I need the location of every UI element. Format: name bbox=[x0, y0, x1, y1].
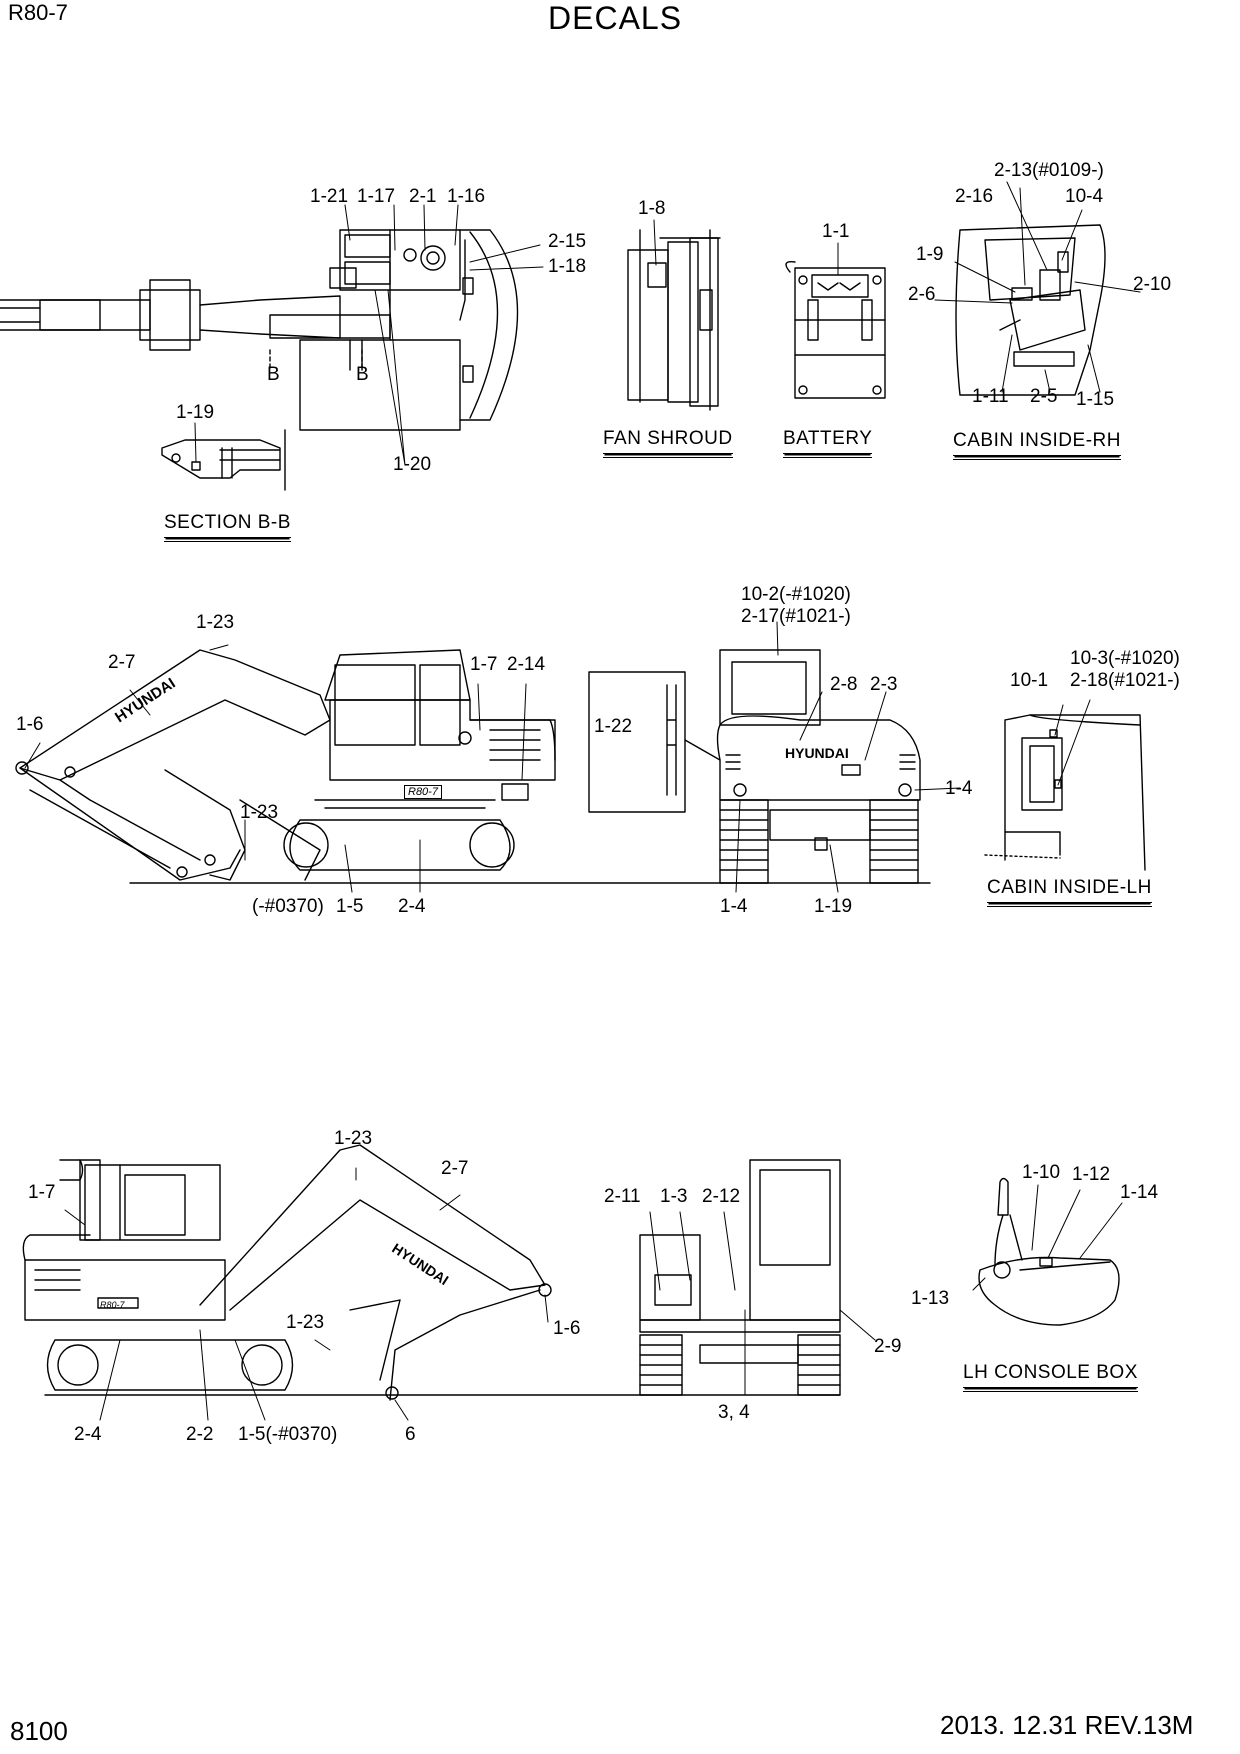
callout-label: 2-4 bbox=[74, 1424, 102, 1445]
battery-drawing bbox=[785, 261, 886, 399]
callout-label: 2-13(#0109-) bbox=[994, 160, 1104, 181]
view-title-cabin-inside-rh: CABIN INSIDE-RH bbox=[953, 430, 1121, 460]
page-number: 8100 bbox=[10, 1716, 68, 1746]
callout-label: 1-6 bbox=[553, 1318, 581, 1339]
callout-label: 2-10 bbox=[1133, 274, 1172, 295]
model-number: R80-7 bbox=[8, 0, 68, 25]
callout-label: 1-23 bbox=[286, 1312, 325, 1333]
callout-label: 10-2(-#1020) bbox=[741, 584, 851, 605]
callout-label: (-#0370) bbox=[252, 896, 324, 917]
callout-label: 1-12 bbox=[1072, 1164, 1111, 1185]
callout-label: 2-18(#1021-) bbox=[1070, 670, 1180, 691]
view-title-section-b-b: SECTION B-B bbox=[164, 512, 291, 542]
callout-label: 1-5 bbox=[336, 896, 364, 917]
callout-label: 2-12 bbox=[702, 1186, 741, 1207]
callout-label: 2-5 bbox=[1030, 386, 1058, 407]
view-title-fan-shroud: FAN SHROUD bbox=[603, 428, 733, 458]
top-view-plan bbox=[0, 229, 519, 431]
callout-label: 1-8 bbox=[638, 198, 666, 219]
callout-label: 1-10 bbox=[1022, 1162, 1061, 1183]
callout-label: 1-4 bbox=[945, 778, 973, 799]
callout-label: 1-23 bbox=[196, 612, 235, 633]
callout-label: 2-17(#1021-) bbox=[741, 606, 851, 627]
callout-label: 3, 4 bbox=[718, 1402, 750, 1423]
side-view-lh-drawing bbox=[22, 1144, 841, 1401]
cabin-inside-lh-drawing bbox=[984, 714, 1146, 871]
section-b-b-drawing bbox=[161, 429, 286, 491]
callout-label: 1-23 bbox=[334, 1128, 373, 1149]
view-title-lh-console-box: LH CONSOLE BOX bbox=[963, 1362, 1138, 1392]
callout-label: B bbox=[267, 364, 280, 385]
callout-label: 1-19 bbox=[176, 402, 215, 423]
callout-label: 1-17 bbox=[357, 186, 396, 207]
callout-label: 1-9 bbox=[916, 244, 944, 265]
callout-label: 1-3 bbox=[660, 1186, 688, 1207]
callout-label: 10-4 bbox=[1065, 186, 1104, 207]
callout-label: 1-11 bbox=[972, 386, 1009, 407]
callout-label: 2-9 bbox=[874, 1336, 902, 1357]
callout-label: 1-7 bbox=[470, 654, 498, 675]
callout-label: 1-20 bbox=[393, 454, 432, 475]
callout-label: 1-22 bbox=[594, 716, 633, 737]
callout-label: 1-5(-#0370) bbox=[238, 1424, 338, 1445]
revision-date: 2013. 12.31 REV.13M bbox=[940, 1710, 1194, 1740]
callout-label: 2-6 bbox=[908, 284, 936, 305]
callout-label: 2-15 bbox=[548, 231, 587, 252]
callout-label: 6 bbox=[405, 1424, 416, 1445]
fan-shroud-drawing bbox=[627, 229, 721, 411]
callout-label: 1-23 bbox=[240, 802, 279, 823]
callout-label: 2-16 bbox=[955, 186, 994, 207]
callout-label: 1-18 bbox=[548, 256, 587, 277]
side-view-rh-drawing bbox=[15, 649, 931, 884]
rear-view-drawing bbox=[588, 649, 921, 884]
model-badge-decal: R80-7 bbox=[404, 785, 442, 799]
callout-label: 2-4 bbox=[398, 896, 426, 917]
callout-label: 1-19 bbox=[814, 896, 853, 917]
callout-label: 2-8 bbox=[830, 674, 858, 695]
callout-label: 2-7 bbox=[108, 652, 136, 673]
callout-label: 1-13 bbox=[911, 1288, 950, 1309]
view-title-cabin-inside-lh: CABIN INSIDE-LH bbox=[987, 877, 1152, 907]
callout-label: 10-3(-#1020) bbox=[1070, 648, 1180, 669]
callout-label: 10-1 bbox=[1010, 670, 1049, 691]
callout-label: 1-7 bbox=[28, 1182, 56, 1203]
callout-label: 2-1 bbox=[409, 186, 437, 207]
callout-label: 2-11 bbox=[604, 1186, 641, 1207]
callout-label: B bbox=[356, 364, 369, 385]
lh-console-box-drawing bbox=[978, 1177, 1120, 1326]
callout-label: 1-14 bbox=[1120, 1182, 1159, 1203]
callout-label: 2-3 bbox=[870, 674, 898, 695]
callout-label: 1-16 bbox=[447, 186, 486, 207]
callout-label: 1-4 bbox=[720, 896, 748, 917]
callout-label: 2-14 bbox=[507, 654, 546, 675]
callout-label: 2-7 bbox=[441, 1158, 469, 1179]
callout-label: 1-15 bbox=[1076, 389, 1115, 410]
callout-label: 1-1 bbox=[822, 221, 850, 242]
callout-label: 1-21 bbox=[310, 186, 349, 207]
model-badge-decal-lh: R80-7 bbox=[100, 1300, 125, 1310]
cabin-inside-rh-drawing bbox=[955, 224, 1106, 396]
hyundai-counterweight-decal: HYUNDAI bbox=[785, 745, 849, 761]
view-title-battery: BATTERY bbox=[783, 428, 873, 458]
leader-lines bbox=[24, 181, 1141, 1421]
front-view-lh-drawing bbox=[639, 1159, 841, 1396]
page-title: DECALS bbox=[548, 0, 683, 36]
callout-label: 2-2 bbox=[186, 1424, 214, 1445]
callout-label: 1-6 bbox=[16, 714, 44, 735]
